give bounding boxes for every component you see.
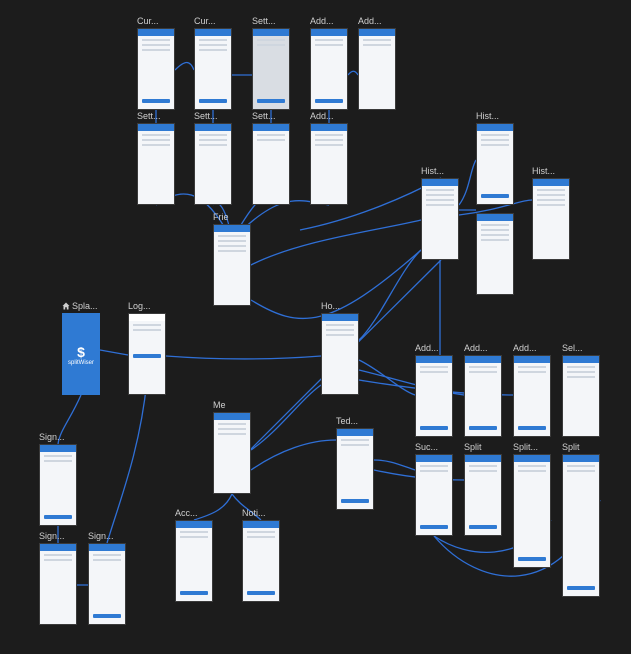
screen-history-detail[interactable] bbox=[476, 213, 514, 295]
screen-add-top-1[interactable] bbox=[310, 28, 348, 110]
screen-friends[interactable] bbox=[213, 224, 251, 306]
screen-history-3[interactable] bbox=[532, 178, 570, 260]
screen-add-mid-2[interactable] bbox=[464, 355, 502, 437]
connector-wire bbox=[347, 70, 359, 76]
screen-home[interactable] bbox=[321, 313, 359, 395]
label-settings-2: Sett... bbox=[194, 111, 218, 121]
label-me: Me bbox=[213, 400, 226, 410]
connector-wire bbox=[458, 159, 477, 206]
connector-wire bbox=[250, 384, 322, 451]
connector-wire bbox=[57, 394, 82, 445]
label-add-top-1: Add... bbox=[310, 16, 334, 26]
label-splash-text: Spla... bbox=[72, 301, 98, 311]
label-settings-1: Sett... bbox=[137, 111, 161, 121]
home-icon bbox=[62, 302, 70, 310]
label-split-1: Split bbox=[464, 442, 482, 452]
connector-wire bbox=[99, 349, 129, 356]
connector-wire bbox=[358, 369, 465, 396]
connector-wire bbox=[250, 439, 337, 471]
screen-add-mid-1[interactable] bbox=[415, 355, 453, 437]
label-currency-2: Cur... bbox=[194, 16, 216, 26]
screen-splash[interactable]: $splitWiser bbox=[62, 313, 100, 395]
screen-notifications[interactable] bbox=[242, 520, 280, 602]
label-notifications: Noti... bbox=[242, 508, 266, 518]
screen-settings-2[interactable] bbox=[194, 123, 232, 205]
label-signup-2: Sign... bbox=[39, 531, 65, 541]
connector-wire bbox=[193, 493, 233, 521]
screen-add-top-2[interactable] bbox=[358, 28, 396, 110]
label-signup-1: Sign... bbox=[39, 432, 65, 442]
label-add-mid-1: Add... bbox=[415, 343, 439, 353]
screen-history-1[interactable] bbox=[476, 123, 514, 205]
connector-wire bbox=[231, 493, 262, 521]
screen-account[interactable] bbox=[175, 520, 213, 602]
connector-wire bbox=[373, 459, 416, 471]
label-splash: Spla... bbox=[62, 301, 98, 311]
label-add-top-2: Add... bbox=[358, 16, 382, 26]
screen-me[interactable] bbox=[213, 412, 251, 494]
label-ted: Ted... bbox=[336, 416, 359, 426]
label-account: Acc... bbox=[175, 508, 198, 518]
screen-signup-1[interactable] bbox=[39, 444, 77, 526]
splash-brand: splitWiser bbox=[67, 360, 94, 366]
label-split-3: Split bbox=[562, 442, 580, 452]
label-login: Log... bbox=[128, 301, 151, 311]
connector-wire bbox=[250, 219, 422, 266]
label-history-2: Hist... bbox=[421, 166, 445, 176]
screen-success[interactable] bbox=[415, 454, 453, 536]
label-currency-1: Cur... bbox=[137, 16, 159, 26]
screen-add-row2[interactable] bbox=[310, 123, 348, 205]
screen-split-3[interactable] bbox=[562, 454, 600, 597]
connector-wire bbox=[106, 379, 148, 544]
label-success: Suc... bbox=[415, 442, 439, 452]
connector-wire bbox=[358, 249, 422, 341]
screen-settings-top[interactable] bbox=[252, 28, 290, 110]
label-add-mid-3: Add... bbox=[513, 343, 537, 353]
label-select: Sel... bbox=[562, 343, 583, 353]
screen-select[interactable] bbox=[562, 355, 600, 437]
label-settings-top: Sett... bbox=[252, 16, 276, 26]
screen-split-2[interactable] bbox=[513, 454, 551, 568]
label-add-mid-2: Add... bbox=[464, 343, 488, 353]
screen-login[interactable] bbox=[128, 313, 166, 395]
screen-add-mid-3[interactable] bbox=[513, 355, 551, 437]
screen-currency-2[interactable] bbox=[194, 28, 232, 110]
label-signup-3: Sign... bbox=[88, 531, 114, 541]
splash-dollar: $ bbox=[77, 344, 85, 360]
label-history-3: Hist... bbox=[532, 166, 556, 176]
label-split-2: Split... bbox=[513, 442, 539, 452]
label-friends: Frie bbox=[213, 212, 229, 222]
screen-settings-1[interactable] bbox=[137, 123, 175, 205]
connector-wire bbox=[458, 199, 533, 216]
connector-wire bbox=[358, 359, 416, 396]
label-history-1: Hist... bbox=[476, 111, 500, 121]
screen-signup-3[interactable] bbox=[88, 543, 126, 625]
label-home: Ho... bbox=[321, 301, 341, 311]
connector-wire bbox=[165, 355, 322, 360]
screen-ted[interactable] bbox=[336, 428, 374, 510]
connector-wire bbox=[250, 249, 422, 320]
screen-split-1[interactable] bbox=[464, 454, 502, 536]
screen-history-2[interactable] bbox=[421, 178, 459, 260]
label-settings-3: Sett... bbox=[252, 111, 276, 121]
screen-currency-1[interactable] bbox=[137, 28, 175, 110]
connector-wire bbox=[174, 61, 195, 71]
screen-signup-2[interactable] bbox=[39, 543, 77, 625]
label-add-row2: Add... bbox=[310, 111, 334, 121]
screen-settings-3[interactable] bbox=[252, 123, 290, 205]
